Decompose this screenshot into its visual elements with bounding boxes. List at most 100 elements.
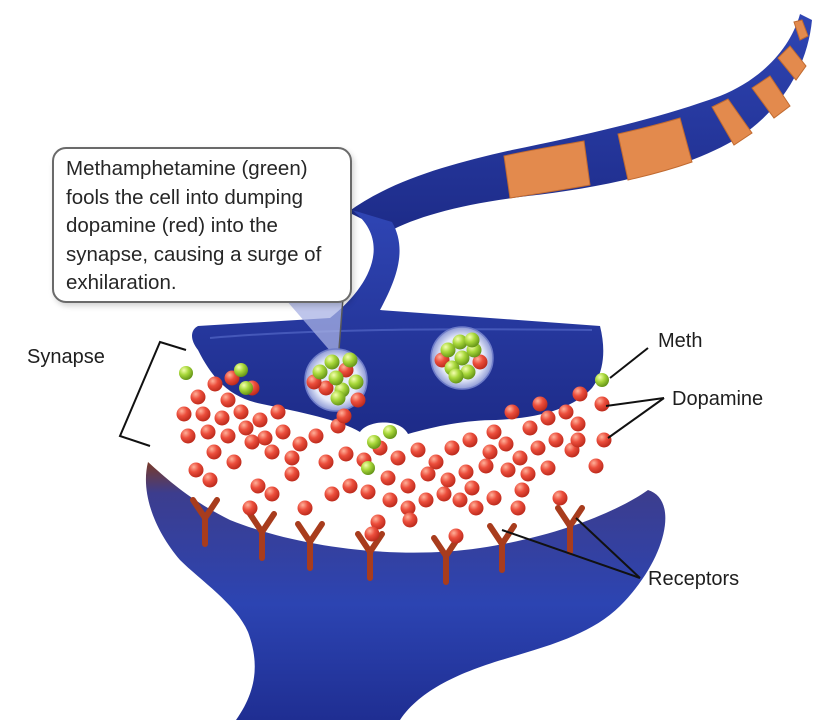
dopamine-molecule	[292, 436, 308, 452]
meth-molecule	[342, 352, 358, 368]
dopamine-molecule	[364, 526, 380, 542]
dopamine-molecule	[464, 480, 480, 496]
synapse-bracket	[118, 340, 187, 447]
dopamine-molecule	[220, 392, 236, 408]
receptor	[487, 523, 517, 573]
dopamine-molecule	[532, 396, 548, 412]
dopamine-molecule	[504, 404, 520, 420]
dopamine-molecule	[238, 420, 254, 436]
dopamine-molecule	[206, 444, 222, 460]
dopamine-molecule	[257, 430, 273, 446]
callout-text: Methamphetamine (green) fools the cell i…	[66, 155, 340, 298]
dopamine-molecule	[400, 478, 416, 494]
dopamine-molecule	[297, 500, 313, 516]
meth-molecules	[179, 332, 609, 475]
dopamine-molecule	[180, 428, 196, 444]
dopamine-molecule	[250, 478, 266, 494]
dopamine-molecule	[420, 466, 436, 482]
dopamine-label: Dopamine	[672, 388, 764, 410]
dopamine-molecule	[242, 500, 258, 516]
dopamine-molecule	[500, 462, 516, 478]
presynaptic-terminal	[192, 210, 604, 434]
meth-molecule	[367, 435, 381, 449]
dopamine-molecule	[436, 486, 452, 502]
meth-molecule	[595, 373, 609, 387]
dopamine-molecule	[498, 436, 514, 452]
synapse-label: Synapse	[27, 346, 105, 368]
dopamine-molecule	[410, 442, 426, 458]
meth-molecule	[348, 374, 364, 390]
dopamine-molecule	[275, 424, 291, 440]
leader-lines	[118, 340, 665, 579]
meth-molecule	[328, 370, 344, 386]
dopamine-molecule	[350, 392, 366, 408]
meth-molecule	[234, 363, 248, 377]
dopamine-molecule	[548, 432, 564, 448]
receptors-label: Receptors	[648, 568, 740, 590]
dopamine-molecule	[482, 444, 498, 460]
receptor	[295, 521, 325, 571]
dopamine-molecule	[202, 472, 218, 488]
dopamine-leader-1	[605, 397, 665, 407]
receptor	[190, 497, 220, 547]
dopamine-molecule	[462, 432, 478, 448]
myelin-sheath	[503, 19, 809, 199]
meth-molecule	[383, 425, 397, 439]
dopamine-molecule	[520, 466, 536, 482]
dopamine-molecule	[402, 512, 418, 528]
meth-molecule	[179, 366, 193, 380]
dopamine-molecule	[472, 354, 488, 370]
dopamine-molecule	[452, 492, 468, 508]
receptor	[247, 511, 277, 561]
dopamine-molecule	[226, 454, 242, 470]
axon-body	[348, 14, 812, 232]
dopamine-molecule	[540, 460, 556, 476]
dopamine-molecule	[510, 500, 526, 516]
receptors-leader-1	[501, 529, 641, 579]
dopamine-molecule	[540, 410, 556, 426]
dopamine-molecule	[188, 462, 204, 478]
postsynaptic-neuron	[145, 462, 666, 720]
dopamine-molecule	[176, 406, 192, 422]
callout-line: dopamine (red) into the	[66, 214, 278, 237]
dopamine-molecule	[214, 410, 230, 426]
callout-line: synapse, causing a surge of	[66, 242, 322, 266]
dopamine-molecule	[570, 416, 586, 432]
dopamine-molecule	[324, 486, 340, 502]
meth-molecule	[312, 364, 328, 380]
meth-molecule	[324, 354, 340, 370]
dopamine-molecule	[428, 454, 444, 470]
dopamine-molecule	[468, 500, 484, 516]
dopamine-molecule	[522, 420, 538, 436]
receptor	[555, 505, 585, 555]
meth-molecule	[440, 342, 456, 358]
dopamine-molecule	[270, 404, 286, 420]
meth-molecule	[330, 390, 346, 406]
dopamine-molecule	[264, 486, 280, 502]
meth-molecule	[448, 368, 464, 384]
meth-molecule	[361, 461, 375, 475]
dopamine-molecule	[318, 454, 334, 470]
dopamine-molecule	[552, 490, 568, 506]
dopamine-molecule	[512, 450, 528, 466]
callout-line: fools the cell into dumping	[66, 185, 304, 209]
dopamine-molecule	[233, 404, 249, 420]
meth-molecule	[460, 364, 476, 380]
receptor	[355, 531, 385, 581]
meth-leader	[609, 347, 649, 379]
dopamine-molecule	[530, 440, 546, 456]
meth-molecule	[239, 381, 253, 395]
dopamine-molecule	[244, 434, 260, 450]
dopamine-molecule	[514, 482, 530, 498]
dopamine-molecule	[284, 466, 300, 482]
dopamine-molecule	[558, 404, 574, 420]
dopamine-molecule	[458, 464, 474, 480]
dopamine-leader-2	[607, 397, 665, 439]
dopamine-molecule	[190, 389, 206, 405]
dopamine-molecule	[400, 500, 416, 516]
dopamine-molecule	[318, 380, 334, 396]
dopamine-molecule	[264, 444, 280, 460]
dopamine-molecule	[572, 386, 588, 402]
dopamine-molecule	[342, 478, 358, 494]
dopamine-molecule	[380, 470, 396, 486]
